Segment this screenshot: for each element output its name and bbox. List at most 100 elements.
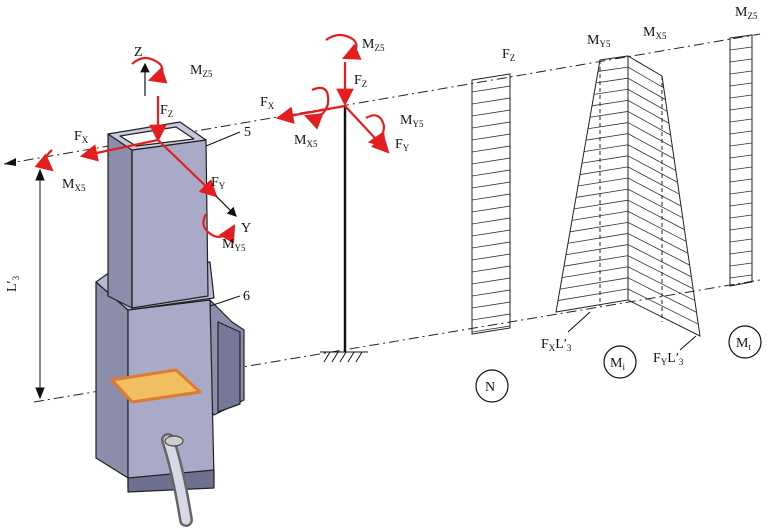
hatch-line	[471, 313, 511, 321]
hatch-line	[729, 238, 753, 243]
length-l3-label: L′3	[5, 275, 21, 292]
hatch-line	[593, 88, 629, 95]
hatch-line	[557, 288, 629, 301]
beam-model	[275, 33, 390, 363]
hatch-line	[627, 155, 678, 183]
hatch-line	[591, 99, 629, 107]
column-assembly	[95, 121, 245, 527]
hatch-line	[627, 177, 682, 207]
part-leaders	[205, 131, 241, 307]
hatch-line	[565, 244, 629, 256]
beam-my5-label: MY5	[400, 113, 424, 129]
hatch-line	[627, 266, 695, 301]
hatch-line	[583, 144, 629, 153]
normal-circle	[475, 369, 509, 403]
bending-diagram	[555, 55, 701, 337]
hatch-line	[627, 199, 685, 230]
hatch-line	[627, 88, 668, 112]
hatch-line	[471, 205, 511, 213]
bending-fxl3-label: FXL′3	[541, 337, 572, 353]
axis-z-label: Z	[134, 45, 143, 60]
hatch-line	[471, 253, 511, 261]
diagram-circles	[475, 325, 762, 403]
hatch-line	[471, 169, 511, 177]
normal-top-label: FZ	[502, 47, 515, 63]
hatch-line	[729, 178, 753, 183]
hatch-line	[627, 210, 687, 242]
hatch-line	[627, 111, 671, 136]
hatch-line	[729, 94, 753, 99]
hatch-line	[627, 122, 673, 148]
torsion-circle	[728, 325, 762, 359]
hatch-line	[627, 288, 699, 325]
hatch-line	[729, 202, 753, 207]
bottom-leaders	[567, 311, 697, 351]
beam-mz5-label: MZ5	[362, 37, 385, 53]
hatch-line	[627, 255, 694, 290]
hatch-line	[579, 166, 629, 175]
column-mz5-label: MZ5	[190, 63, 213, 79]
hatch-line	[627, 77, 666, 100]
hatch-line	[471, 277, 511, 285]
hatch-line	[471, 109, 511, 117]
beam-fy-label: FY	[395, 137, 410, 153]
part-5-label: 5	[244, 125, 251, 140]
hatch-line	[729, 70, 753, 75]
hatch-line	[471, 133, 511, 141]
column-forces	[34, 56, 236, 244]
hatch-line	[471, 97, 511, 105]
hatch-line	[573, 199, 629, 210]
hatch-line	[471, 217, 511, 225]
bending-circle-label: Mi	[610, 356, 625, 372]
axis-y-label: Y	[241, 221, 251, 236]
hatch-line	[729, 226, 753, 231]
bending-my5-label: MY5	[587, 33, 611, 49]
hatch-line	[729, 82, 753, 87]
normal-force-hatching	[471, 85, 511, 333]
hatch-line	[729, 190, 753, 195]
hatch-line	[627, 244, 692, 278]
hatch-line	[729, 250, 753, 255]
hatch-line	[559, 277, 629, 290]
hatch-line	[627, 100, 670, 124]
hatch-line	[595, 77, 629, 84]
hatch-line	[729, 106, 753, 111]
hatch-line	[585, 133, 629, 141]
hatch-line	[471, 85, 511, 93]
hatch-line	[471, 289, 511, 297]
hatch-line	[729, 274, 753, 279]
hatch-line	[577, 177, 629, 187]
hatch-line	[571, 210, 629, 221]
torsion-hatching	[729, 46, 753, 279]
hatch-line	[563, 255, 629, 267]
hatch-line	[627, 144, 677, 171]
normal-force-diagram	[471, 73, 511, 335]
part-6-label: 6	[243, 289, 250, 304]
beam-mx5-label: MX5	[294, 133, 318, 149]
hatch-line	[561, 266, 629, 279]
hatch-line	[471, 121, 511, 129]
hatch-line	[471, 181, 511, 189]
hatch-line	[627, 166, 680, 195]
hatch-line	[729, 262, 753, 267]
column-my5-label: MY5	[222, 237, 246, 253]
bending-mx5-label: MX5	[643, 25, 667, 41]
hatch-line	[729, 142, 753, 147]
hatch-line	[627, 133, 675, 160]
torsion-circle-label: Mt	[736, 336, 751, 352]
hatch-line	[471, 241, 511, 249]
hatch-line	[575, 188, 629, 198]
hatch-line	[729, 166, 753, 171]
bending-fyl3-label: FYL′3	[653, 351, 684, 367]
hatch-line	[729, 46, 753, 51]
hatch-line	[587, 122, 629, 130]
hatch-line	[471, 145, 511, 153]
beam-fx-label: FX	[260, 95, 275, 111]
hatch-line	[627, 188, 683, 219]
column-axes	[140, 62, 237, 217]
hatch-line	[471, 157, 511, 165]
torsion-diagram	[729, 34, 753, 287]
hatch-line	[471, 193, 511, 201]
hatch-line	[569, 221, 629, 233]
